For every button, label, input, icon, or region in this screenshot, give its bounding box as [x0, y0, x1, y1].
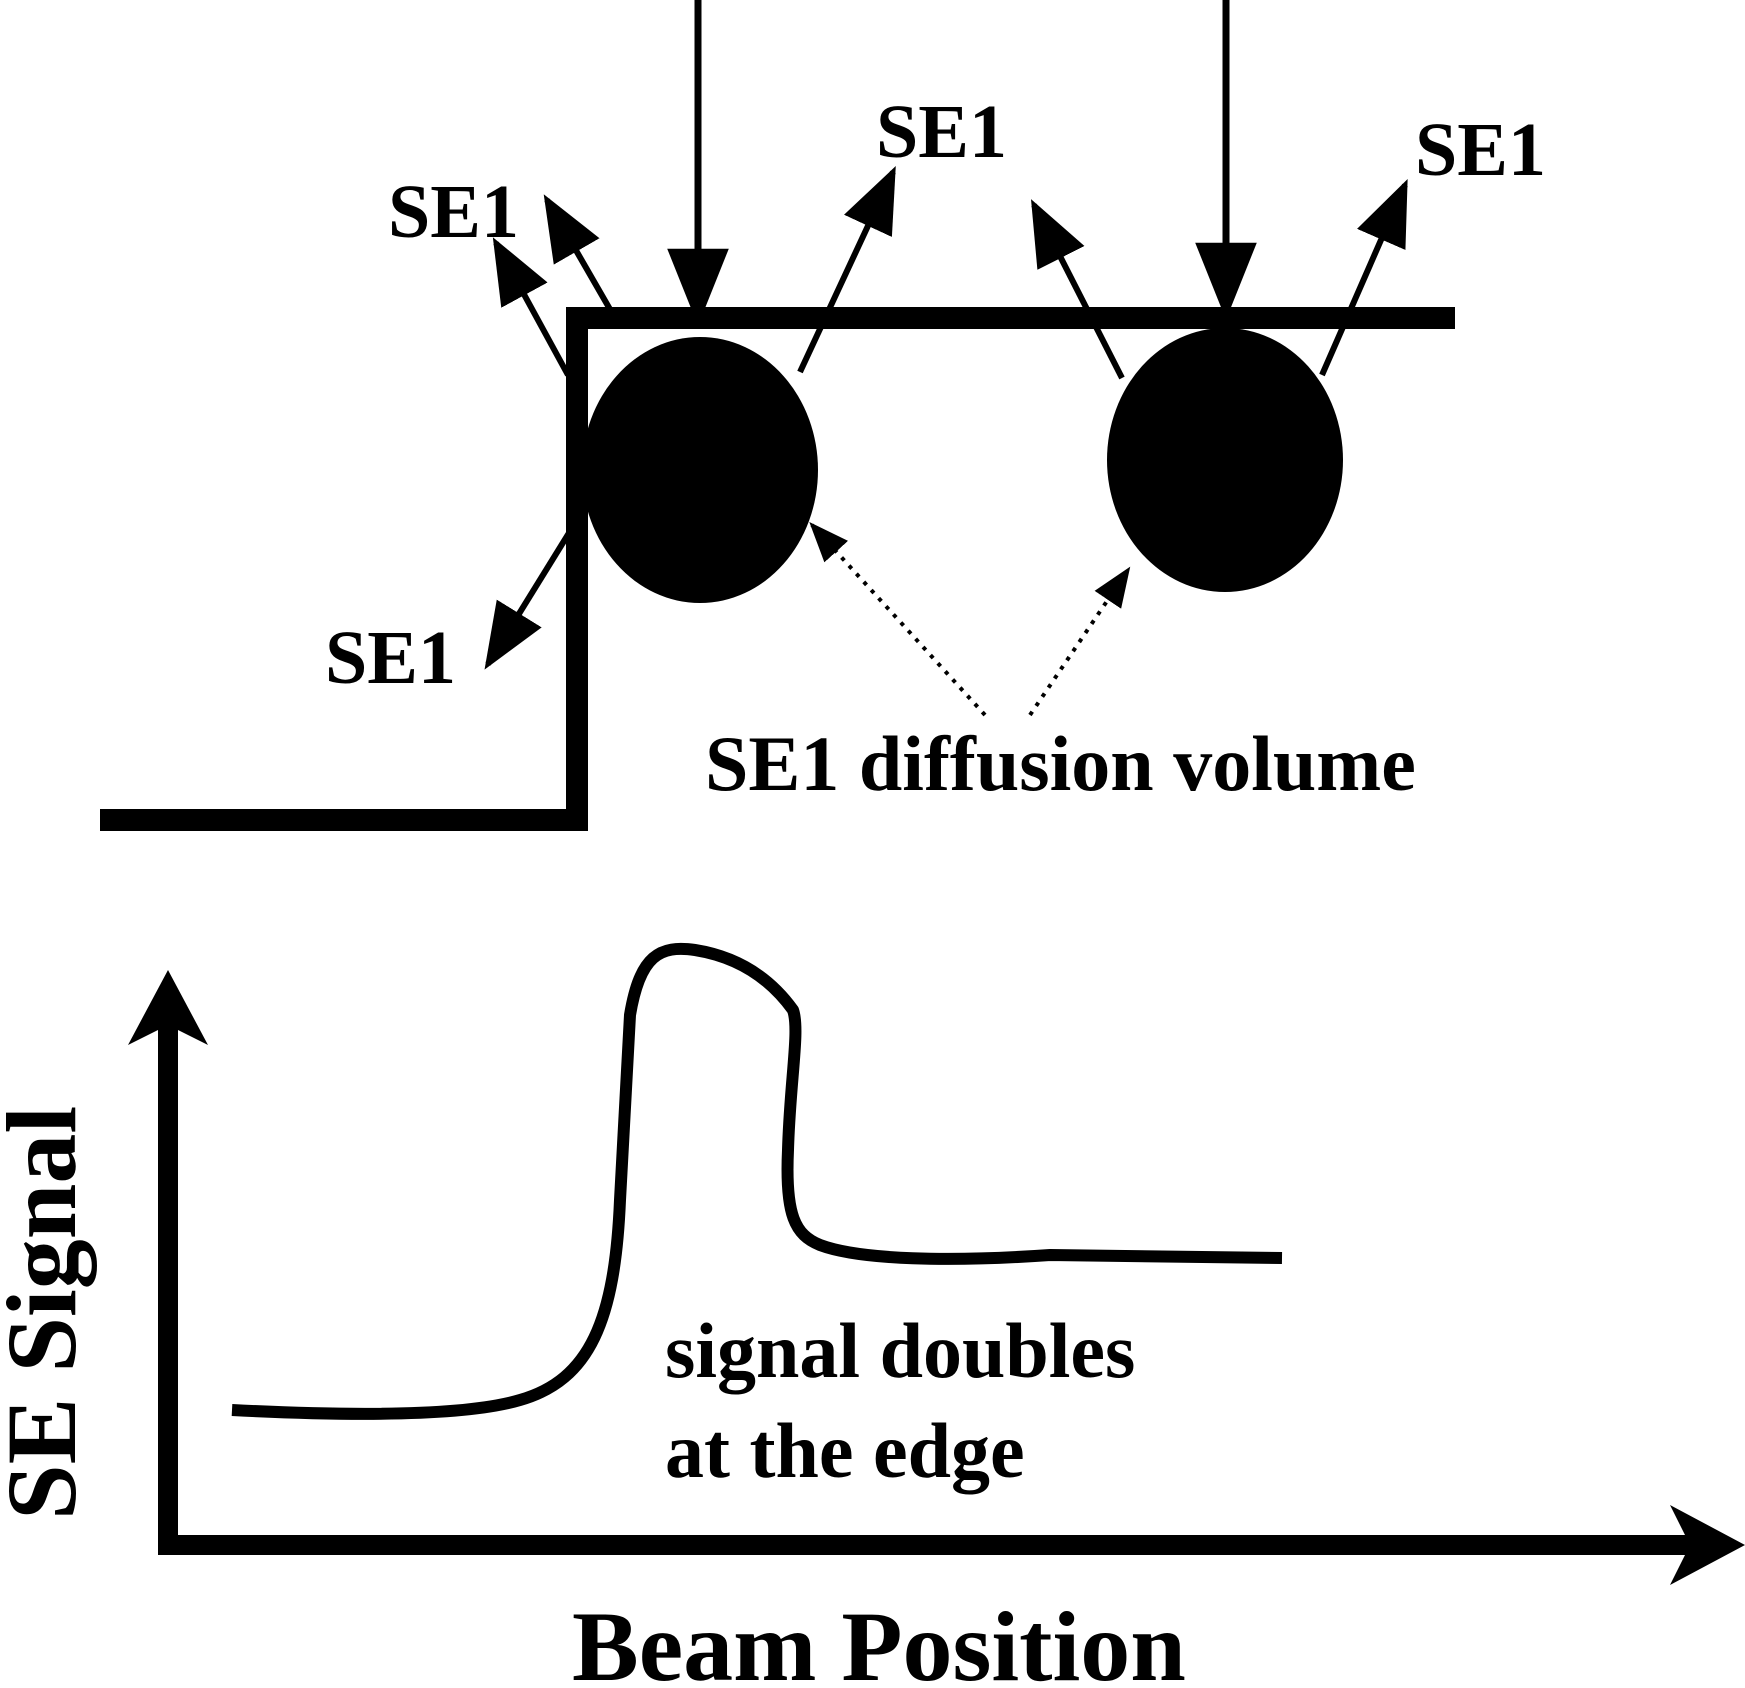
edge-annotation-line2: at the edge: [665, 1407, 1025, 1494]
se1-arrow-right-left: [1031, 199, 1125, 380]
se1-arrow-lower-left: [484, 518, 580, 670]
diffusion-volume-caption: SE1 diffusion volume: [705, 720, 1416, 807]
incident-beams: [667, 0, 1257, 326]
specimen-step: [100, 307, 1455, 831]
se1-arrow-left-inner: [543, 194, 618, 320]
x-axis-arrowhead: [1670, 1505, 1745, 1585]
se-signal-curve: [231, 942, 1283, 1420]
diffusion-volume-edge: [582, 337, 818, 603]
se1-arrow-left-outer: [492, 237, 571, 377]
se1-arrow-right-right: [1319, 178, 1408, 377]
x-axis-label: Beam Position: [572, 1591, 1186, 1688]
se1-label-upper-left: SE1: [388, 170, 519, 254]
se1-arrow-center: [797, 166, 896, 374]
pointer-to-flat-volume: [1028, 566, 1131, 717]
y-axis-label: SE Signal: [0, 1106, 97, 1520]
y-axis-arrowhead: [128, 970, 208, 1045]
pointer-to-edge-volume: [809, 522, 987, 717]
diffusion-volume-flat: [1107, 328, 1343, 592]
volume-pointers: [809, 522, 1131, 717]
interaction-volumes: [582, 328, 1343, 603]
se1-arrows: [484, 166, 1408, 670]
se1-label-lower-left: SE1: [325, 616, 456, 700]
step-profile: [100, 307, 1455, 831]
signal-axes: [128, 970, 1745, 1585]
edge-annotation-line1: signal doubles: [665, 1307, 1135, 1394]
se1-label-upper-center: SE1: [876, 90, 1007, 174]
se1-label-upper-right: SE1: [1415, 108, 1546, 192]
